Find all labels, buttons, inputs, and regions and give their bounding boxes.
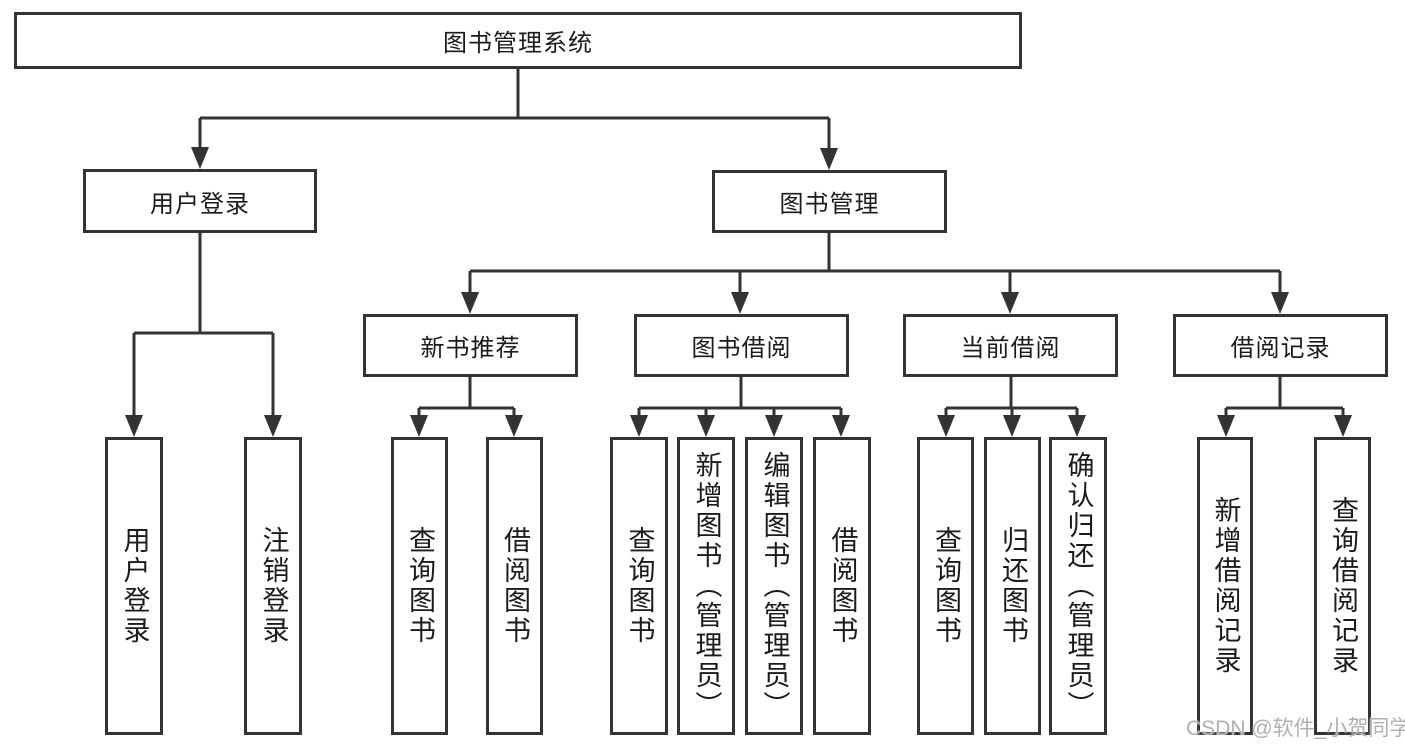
- leaf-add-borrow-record: 新增借阅记录: [1197, 437, 1253, 735]
- leaf-borrow-books-recommend: 借阅图书: [486, 437, 543, 735]
- leaf-query-books-borrow: 查询图书: [610, 437, 668, 735]
- node-label: 图书管理系统: [443, 30, 593, 57]
- node-label: 用户登录: [119, 526, 150, 646]
- node-new-book-recommendation: 新书推荐: [363, 314, 578, 377]
- leaf-logout: 注销登录: [244, 437, 302, 735]
- leaf-edit-books-admin: 编辑图书（管理员）: [745, 437, 803, 735]
- leaf-borrow-books: 借阅图书: [813, 437, 871, 735]
- node-label: 借阅记录: [1230, 335, 1331, 362]
- leaf-query-books-current: 查询图书: [917, 437, 974, 735]
- leaf-add-books-admin: 新增图书（管理员）: [677, 437, 735, 735]
- node-label: 新书推荐: [420, 335, 521, 362]
- node-label: 用户登录: [150, 190, 250, 218]
- node-borrowing-records: 借阅记录: [1173, 314, 1388, 377]
- leaf-user-login: 用户登录: [105, 437, 163, 735]
- node-book-management: 图书管理: [712, 170, 947, 233]
- node-label: 编辑图书（管理员）: [759, 451, 790, 721]
- node-label: 图书管理: [779, 191, 880, 218]
- node-label: 借阅图书: [827, 526, 858, 646]
- node-label: 归还图书: [998, 526, 1028, 646]
- node-label: 查询借阅记录: [1328, 496, 1358, 676]
- node-label: 查询图书: [931, 526, 961, 646]
- node-label: 确认归还（管理员）: [1063, 451, 1094, 721]
- node-library-management-system: 图书管理系统: [14, 12, 1022, 69]
- node-current-borrowing: 当前借阅: [903, 314, 1118, 377]
- node-label: 当前借阅: [960, 335, 1061, 362]
- node-user-login: 用户登录: [83, 169, 317, 233]
- node-label: 借阅图书: [500, 526, 530, 646]
- node-label: 注销登录: [258, 526, 289, 646]
- leaf-query-borrow-record: 查询借阅记录: [1314, 437, 1371, 735]
- csdn-watermark: CSDN @软件_小贺同学: [1186, 717, 1405, 740]
- leaf-query-books-recommend: 查询图书: [391, 437, 448, 735]
- node-label: 新增图书（管理员）: [691, 451, 722, 721]
- node-label: 新增借阅记录: [1210, 496, 1241, 676]
- leaf-confirm-return-admin: 确认归还（管理员）: [1049, 437, 1107, 735]
- node-book-borrowing: 图书借阅: [634, 314, 849, 377]
- node-label: 查询图书: [405, 526, 435, 646]
- node-label: 查询图书: [624, 526, 655, 646]
- leaf-return-books: 归还图书: [984, 437, 1041, 735]
- node-label: 图书借阅: [691, 335, 792, 362]
